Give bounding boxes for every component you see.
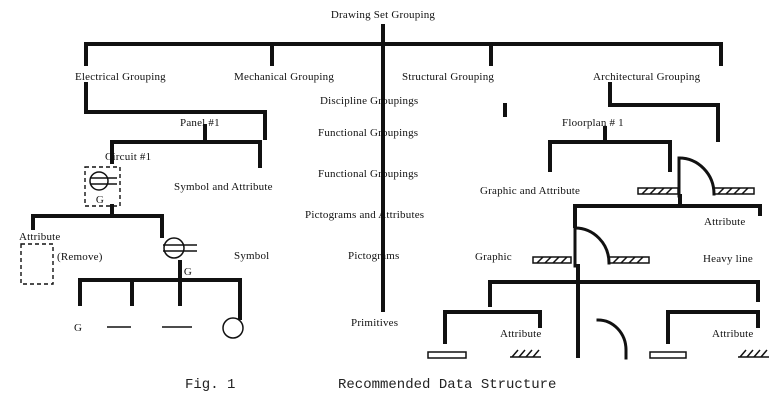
mechanical-grouping-label: Mechanical Grouping bbox=[234, 71, 334, 83]
electrical-primitives bbox=[107, 317, 244, 339]
figure-caption: Recommended Data Structure bbox=[338, 377, 556, 393]
structural-grouping-label: Structural Grouping bbox=[402, 71, 494, 83]
pictograms-label: Pictograms bbox=[348, 250, 400, 262]
pictograms-and-attributes-label: Pictograms and Attributes bbox=[305, 209, 424, 221]
attribute-label-left: Attribute bbox=[19, 231, 61, 243]
panel-label: Panel #1 bbox=[180, 117, 220, 129]
electrical-symbol bbox=[163, 237, 197, 259]
attribute-label-arch: Attribute bbox=[704, 216, 746, 228]
tree-connectors bbox=[31, 24, 762, 358]
functional-groupings-label-2: Functional Groupings bbox=[318, 168, 418, 180]
symbol-and-attribute-label: Symbol and Attribute bbox=[174, 181, 273, 193]
electrical-grouping-label: Electrical Grouping bbox=[75, 71, 166, 83]
g-in-box-label: G bbox=[96, 194, 104, 206]
hatch-primitive-1 bbox=[510, 349, 541, 358]
architectural-grouping-label: Architectural Grouping bbox=[593, 71, 701, 83]
hatch-primitive-2 bbox=[738, 349, 769, 358]
discipline-groupings-label: Discipline Groupings bbox=[320, 95, 418, 107]
removed-attribute-box bbox=[20, 243, 54, 285]
attribute-label-bottom-1: Attribute bbox=[500, 328, 542, 340]
circuit-label: Circuit #1 bbox=[105, 151, 151, 163]
door-symbol-lower bbox=[532, 226, 650, 268]
attribute-label-bottom-2: Attribute bbox=[712, 328, 754, 340]
floorplan-label: Floorplan # 1 bbox=[562, 117, 624, 129]
symbol-label: Symbol bbox=[234, 250, 269, 262]
functional-groupings-label-1: Functional Groupings bbox=[318, 127, 418, 139]
figure-number: Fig. 1 bbox=[185, 377, 235, 393]
remove-label: (Remove) bbox=[57, 251, 103, 263]
g-under-symbol-label: G bbox=[184, 266, 192, 278]
heavy-line-label: Heavy line bbox=[703, 253, 753, 265]
door-symbol-upper bbox=[637, 156, 755, 198]
graphic-label: Graphic bbox=[475, 251, 512, 263]
architectural-primitives bbox=[427, 318, 769, 360]
root-label: Drawing Set Grouping bbox=[331, 9, 436, 21]
electrical-symbol-boxed bbox=[84, 166, 121, 207]
primitives-label: Primitives bbox=[351, 317, 398, 329]
graphic-and-attribute-label: Graphic and Attribute bbox=[480, 185, 580, 197]
g-primitive-label: G bbox=[74, 322, 82, 334]
